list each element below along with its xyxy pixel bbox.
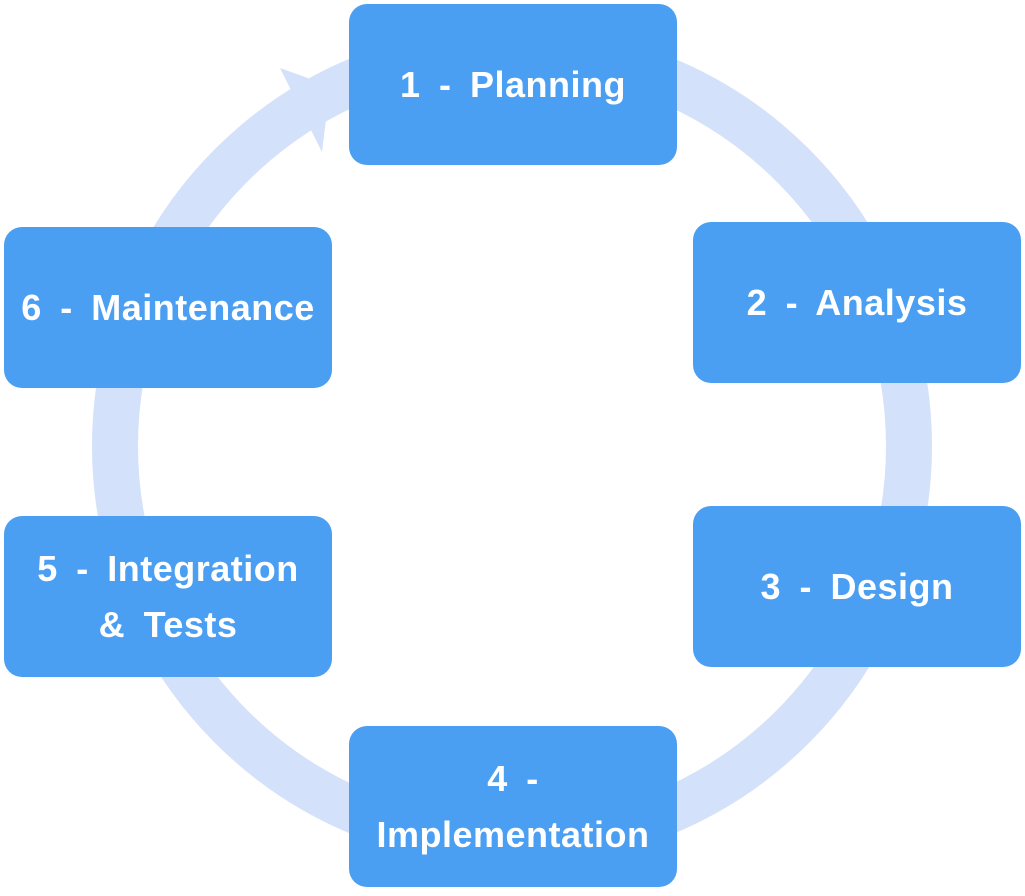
step-design[interactable]: 3 - Design bbox=[693, 506, 1021, 667]
cycle-ring-circle bbox=[92, 26, 932, 866]
step-planning[interactable]: 1 - Planning bbox=[349, 4, 677, 165]
step-implementation-label: 4 - Implementation bbox=[376, 757, 650, 855]
cycle-arrowhead bbox=[280, 68, 330, 152]
step-analysis[interactable]: 2 - Analysis bbox=[693, 222, 1021, 383]
step-implementation[interactable]: 4 - Implementation bbox=[349, 726, 677, 887]
step-integration-tests[interactable]: 5 - Integration & Tests bbox=[4, 516, 332, 677]
step-planning-label: 1 - Planning bbox=[399, 63, 626, 105]
step-maintenance[interactable]: 6 - Maintenance bbox=[4, 227, 332, 388]
step-maintenance-label: 6 - Maintenance bbox=[21, 286, 315, 328]
step-design-label: 3 - Design bbox=[760, 565, 954, 607]
step-analysis-label: 2 - Analysis bbox=[746, 281, 968, 323]
step-integration-tests-label: 5 - Integration & Tests bbox=[37, 547, 299, 645]
